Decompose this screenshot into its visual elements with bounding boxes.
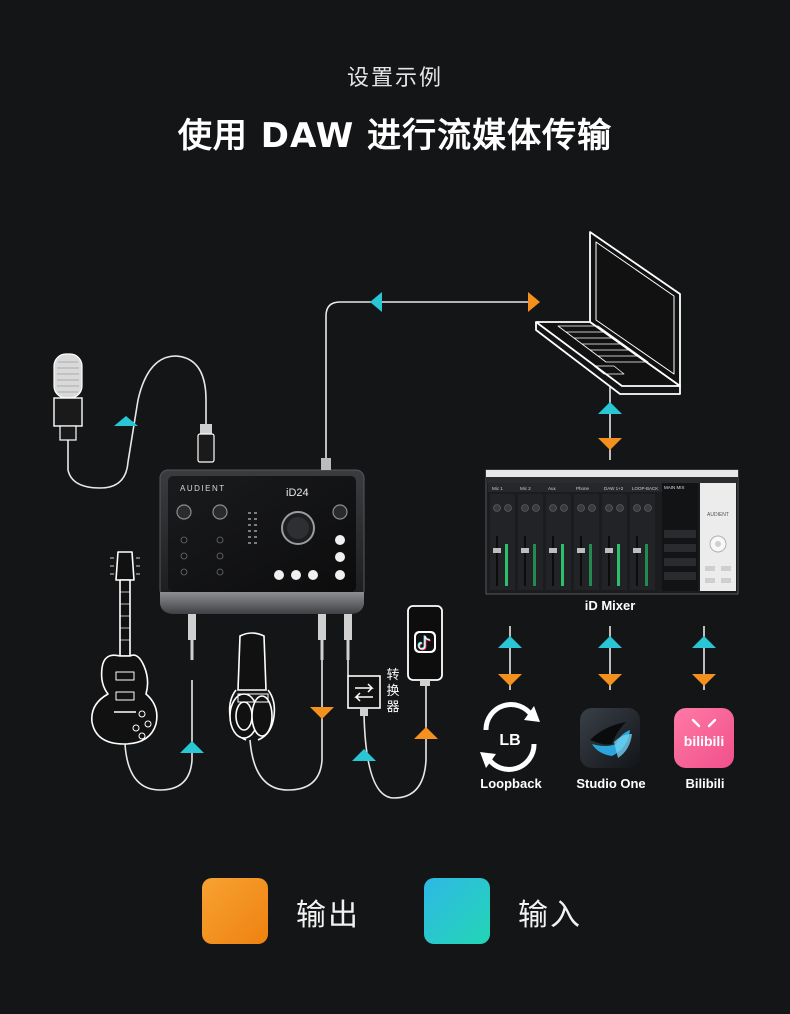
bilibili-icon-text: bilibili bbox=[684, 733, 724, 749]
mixer-channel-label: Mic 2 bbox=[520, 486, 531, 491]
input-arrow bbox=[692, 636, 716, 648]
input-arrow bbox=[598, 402, 622, 414]
id-mixer-window: Mic 1 Mic 2 Aux Phone DAW 1+2 LOOP-BACK MAIN … bbox=[485, 469, 739, 595]
mixer-channel-strip bbox=[546, 494, 571, 590]
mixer-channel-label: LOOP-BACK bbox=[632, 486, 658, 491]
device-brand: AUDIENT bbox=[180, 484, 226, 493]
app-label-loopback: Loopback bbox=[480, 776, 542, 791]
output-arrow bbox=[692, 674, 716, 686]
studio-one-icon bbox=[580, 708, 640, 768]
loopback-icon: LB bbox=[480, 702, 540, 772]
microphone-icon bbox=[53, 353, 83, 441]
subtitle: 设置示例 bbox=[346, 66, 443, 91]
input-arrow bbox=[370, 292, 382, 312]
mic-cable bbox=[67, 355, 207, 489]
output-arrow bbox=[310, 707, 334, 719]
mixer-channel-strip bbox=[630, 494, 655, 590]
input-arrow bbox=[352, 749, 376, 761]
output-arrow bbox=[598, 674, 622, 686]
xlr-connector-icon bbox=[197, 424, 215, 463]
legend-input-swatch bbox=[424, 878, 490, 944]
audio-interface: AUDIENT iD24 bbox=[159, 458, 365, 660]
guitar-cable bbox=[124, 680, 193, 791]
legend-output-label: 输出 bbox=[296, 898, 360, 933]
mixer-channel-label: DAW 1+2 bbox=[604, 486, 624, 491]
mixer-channel-strip bbox=[574, 494, 599, 590]
input-arrow bbox=[598, 636, 622, 648]
laptop-icon bbox=[535, 231, 681, 395]
input-arrow bbox=[180, 741, 204, 753]
output-arrow bbox=[598, 438, 622, 450]
converter-icon bbox=[347, 675, 381, 716]
usb-cable bbox=[325, 301, 530, 458]
legend-input-label: 输入 bbox=[518, 898, 582, 933]
bilibili-icon: bilibili bbox=[674, 708, 734, 768]
mixer-channel-label: Phone bbox=[576, 486, 590, 491]
mixer-brand: AUDIENT bbox=[707, 512, 729, 518]
headphones-icon bbox=[228, 632, 276, 741]
input-arrow bbox=[498, 636, 522, 648]
app-label-studio-one: Studio One bbox=[576, 776, 646, 791]
loopback-icon-text: LB bbox=[499, 732, 520, 749]
guitar-icon bbox=[91, 551, 158, 745]
phone-icon bbox=[407, 605, 443, 686]
output-arrow bbox=[498, 674, 522, 686]
mixer-channel-label: Mic 1 bbox=[492, 486, 503, 491]
mixer-channel-strip bbox=[490, 494, 515, 590]
output-arrow bbox=[414, 727, 438, 739]
mixer-channel-label: Aux bbox=[548, 486, 557, 491]
input-arrow bbox=[114, 416, 138, 426]
flow-arrows bbox=[114, 292, 716, 761]
headphone-cable bbox=[249, 660, 323, 791]
mixer-channel-strip bbox=[518, 494, 543, 590]
converter-label: 转换器 bbox=[386, 668, 400, 715]
page-title: 使用 DAW 进行流媒体传输 bbox=[177, 116, 613, 156]
output-arrow bbox=[528, 292, 540, 312]
mixer-channel-strip bbox=[602, 494, 627, 590]
tiktok-icon bbox=[414, 631, 436, 653]
mixer-master-label: MAIN MIX bbox=[664, 485, 685, 490]
mixer-label: iD Mixer bbox=[584, 598, 636, 613]
legend-output-swatch bbox=[202, 878, 268, 944]
device-model: iD24 bbox=[286, 487, 309, 499]
app-label-bilibili: Bilibili bbox=[685, 776, 725, 791]
